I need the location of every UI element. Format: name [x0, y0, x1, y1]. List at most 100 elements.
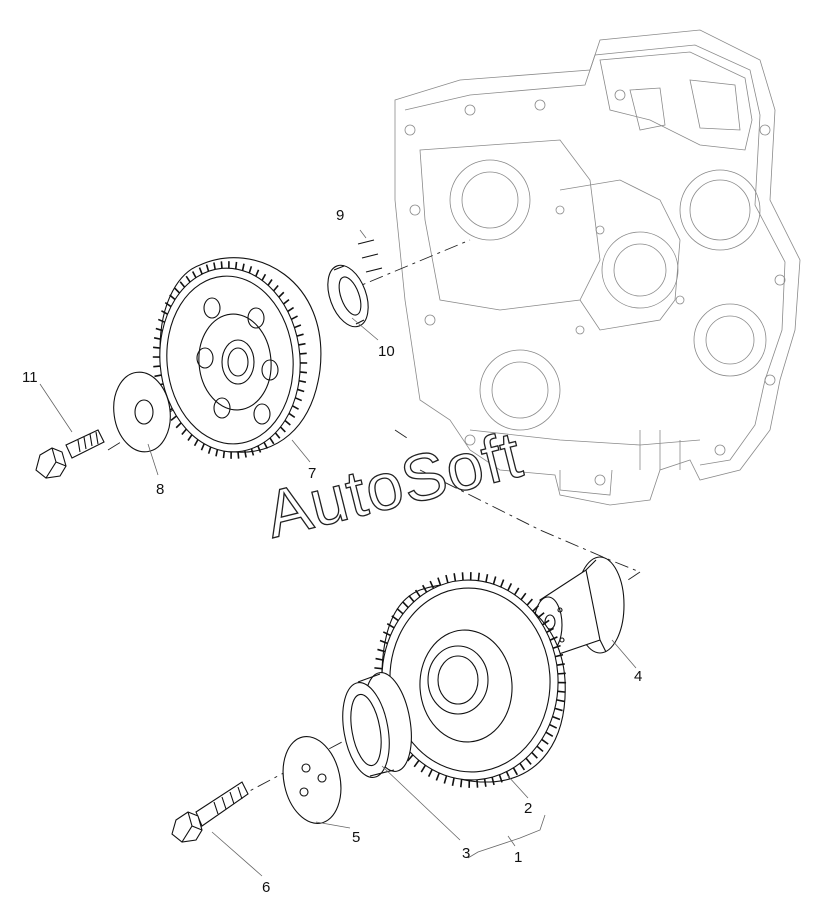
gear-tooth	[459, 779, 463, 788]
gear-tooth	[255, 269, 260, 277]
gear-tooth	[402, 601, 409, 609]
gear-tooth	[427, 769, 433, 778]
callout-5: 5	[352, 829, 360, 846]
gear-tooth	[234, 261, 238, 270]
gear-tooth	[198, 267, 203, 275]
gear-tooth	[554, 707, 563, 712]
gear-tooth	[451, 777, 455, 786]
gear-tooth	[248, 266, 253, 274]
gear-tooth	[297, 388, 305, 393]
callout-2: 2	[524, 800, 532, 817]
idler-gear-part-2	[373, 572, 567, 788]
gear-tooth	[556, 663, 565, 666]
callout-4: 4	[634, 668, 642, 685]
bolt-part-11	[35, 429, 105, 479]
gear-tooth	[445, 574, 449, 584]
dowel-pins-part-9	[357, 239, 383, 273]
gear-tooth	[485, 574, 489, 583]
gear-tooth	[386, 623, 395, 629]
callout-1: 1	[514, 849, 522, 866]
gear-tooth	[283, 299, 290, 305]
gear-tooth	[391, 615, 399, 622]
callout-labels: 1 2 3 4 5 6 7 8 9 10 11	[22, 207, 642, 896]
gear-tooth	[157, 318, 166, 323]
gear-tooth	[215, 449, 219, 457]
gear-tooth	[374, 667, 383, 670]
gear-tooth	[274, 432, 281, 439]
gear-tooth	[421, 584, 428, 593]
gear-tooth	[375, 657, 384, 661]
gear-tooth	[205, 264, 210, 272]
gear-tooth	[507, 582, 513, 591]
gear-tooth	[287, 306, 295, 313]
gear-tooth	[377, 648, 386, 653]
gear-tooth	[290, 315, 298, 321]
gear-tooth	[222, 450, 226, 459]
gear-tooth	[549, 636, 558, 641]
gear-tooth	[200, 443, 205, 451]
gear-tooth	[526, 598, 533, 606]
gear-tooth	[549, 723, 558, 729]
gear-tooth	[500, 579, 505, 588]
callout-11: 11	[22, 369, 38, 386]
callout-9: 9	[336, 207, 344, 224]
gear-tooth	[498, 774, 503, 783]
gear-tooth	[408, 595, 415, 603]
gear-tooth	[207, 446, 212, 454]
gear-tooth	[519, 762, 526, 771]
gear-tooth	[153, 337, 162, 341]
gear-tooth	[161, 310, 168, 315]
gear-tooth	[175, 422, 182, 429]
gear-tooth	[555, 653, 564, 658]
timing-case-housing	[394, 29, 801, 506]
bolt-part-6	[171, 781, 249, 843]
gear-tooth	[164, 301, 172, 308]
gear-tooth	[531, 751, 538, 759]
gear-tooth	[520, 592, 527, 601]
gear-tooth	[552, 644, 561, 650]
gear-tooth	[413, 759, 420, 768]
gear-tooth	[420, 764, 427, 773]
gear-tooth	[541, 738, 549, 745]
gear-tooth	[476, 779, 479, 788]
gear-tooth	[185, 275, 191, 283]
gear-tooth	[437, 577, 442, 586]
gear-tooth	[396, 607, 404, 615]
gear-tooth	[267, 279, 273, 286]
idler-gear-part-7	[152, 257, 322, 459]
gear-tooth	[269, 437, 275, 445]
gear-tooth	[532, 605, 540, 612]
gear-tooth	[152, 346, 161, 349]
gear-tooth	[542, 619, 550, 626]
gear-tooth	[546, 627, 554, 633]
gear-tooth	[557, 672, 566, 675]
gear-tooth	[213, 262, 216, 270]
gear-tooth	[220, 261, 223, 269]
gear-tooth	[557, 690, 566, 693]
bushing-part-3	[342, 672, 412, 778]
gear-tooth	[273, 285, 279, 292]
gear-tooth	[299, 371, 308, 374]
gear-tooth	[174, 287, 181, 294]
gear-tooth	[296, 333, 304, 337]
gear-tooth	[278, 291, 285, 298]
gear-tooth	[170, 415, 177, 421]
gear-tooth	[407, 754, 414, 762]
watermark-text: AutoSoft	[258, 417, 529, 552]
gear-tooth	[193, 439, 199, 447]
gear-tooth	[298, 379, 307, 383]
gear-tooth	[513, 587, 520, 596]
gear-tooth	[244, 450, 247, 458]
callout-6: 6	[262, 879, 270, 896]
gear-tooth	[443, 775, 448, 784]
gear-tooth	[169, 294, 176, 301]
gear-tooth	[429, 580, 435, 589]
gear-tooth	[461, 572, 464, 581]
gear-tooth	[483, 778, 487, 787]
gear-tooth	[279, 426, 286, 433]
gear-tooth	[299, 352, 307, 355]
gear-tooth	[525, 757, 532, 765]
gear-tooth	[257, 445, 262, 453]
callout-7: 7	[308, 465, 316, 482]
gear-tooth	[241, 263, 245, 271]
